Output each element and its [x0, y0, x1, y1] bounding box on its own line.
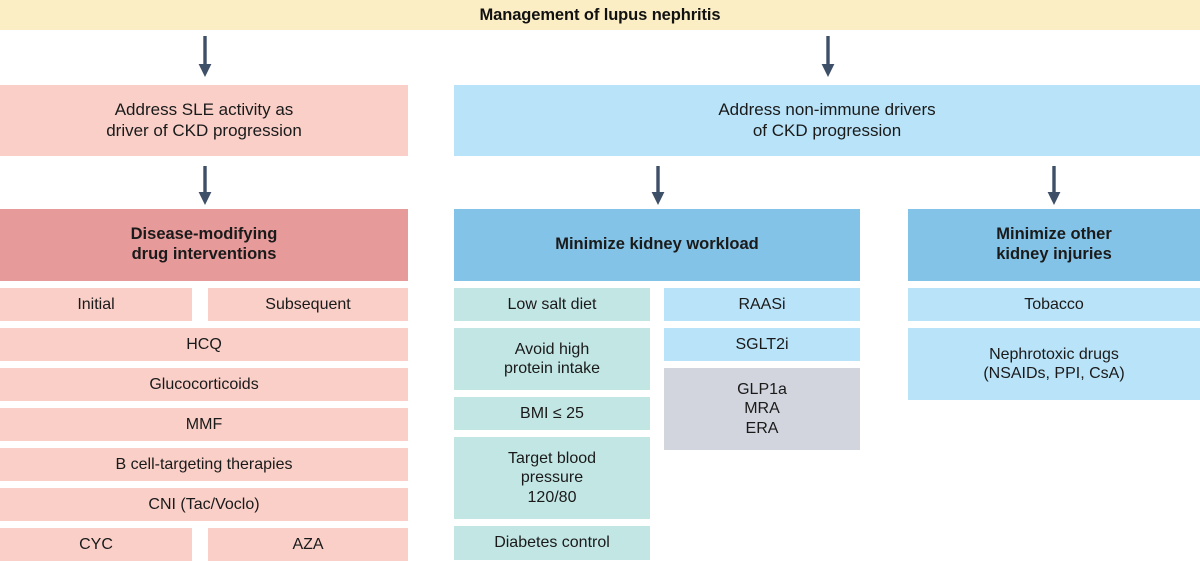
list-item-label: MMF — [185, 415, 223, 433]
list-item-hcq: HCQ — [0, 328, 408, 361]
list-item-aza: AZA — [208, 528, 408, 561]
list-item-subsequent: Subsequent — [208, 288, 408, 321]
section-header-minimize-kidney-workload-label: Minimize kidney workload — [555, 235, 759, 254]
list-item-tobacco: Tobacco — [908, 288, 1200, 321]
list-item-bmi: BMI ≤ 25 — [454, 397, 650, 430]
list-item-label: Glucocorticoids — [149, 375, 259, 393]
intro-box-non-immune-drivers-label: Address non-immune drivers of CKD progre… — [718, 100, 936, 140]
list-item-label: B cell-targeting therapies — [115, 455, 293, 473]
list-item-label: Initial — [77, 295, 115, 313]
section-header-disease-modifying: Disease-modifying drug interventions — [0, 209, 408, 281]
list-item-target-blood-pressure: Target blood pressure 120/80 — [454, 437, 650, 519]
list-item-b-cell-targeting-therapies: B cell-targeting therapies — [0, 448, 408, 481]
list-item-sglt2i: SGLT2i — [664, 328, 860, 361]
section-header-disease-modifying-label: Disease-modifying drug interventions — [130, 225, 278, 263]
list-item-label: RAASi — [738, 295, 786, 313]
figure-title-bar: Management of lupus nephritis — [0, 0, 1200, 30]
down-arrow-icon — [1044, 166, 1064, 206]
list-item-label: SGLT2i — [735, 335, 789, 353]
list-item-glucocorticoids: Glucocorticoids — [0, 368, 408, 401]
intro-box-sle-activity-label: Address SLE activity as driver of CKD pr… — [106, 100, 302, 140]
list-item-label: Tobacco — [1024, 295, 1084, 313]
down-arrow-icon — [648, 166, 668, 206]
section-header-minimize-kidney-workload: Minimize kidney workload — [454, 209, 860, 281]
list-item-label: CNI (Tac/Voclo) — [148, 495, 260, 513]
list-item-label: Diabetes control — [494, 534, 610, 552]
list-item-glp1a-mra-era: GLP1a MRA ERA — [664, 368, 860, 450]
page-title: Management of lupus nephritis — [479, 5, 721, 24]
list-item-label: Nephrotoxic drugs (NSAIDs, PPI, CsA) — [983, 345, 1125, 382]
list-item-mmf: MMF — [0, 408, 408, 441]
intro-box-non-immune-drivers: Address non-immune drivers of CKD progre… — [454, 85, 1200, 156]
list-item-low-salt-diet: Low salt diet — [454, 288, 650, 321]
section-header-minimize-other-kidney-injuries-label: Minimize other kidney injuries — [996, 225, 1112, 263]
list-item-diabetes-control: Diabetes control — [454, 526, 650, 560]
down-arrow-icon — [818, 36, 838, 78]
list-item-label: AZA — [292, 535, 324, 553]
section-header-minimize-other-kidney-injuries: Minimize other kidney injuries — [908, 209, 1200, 281]
list-item-cyc: CYC — [0, 528, 192, 561]
down-arrow-icon — [195, 36, 215, 78]
list-item-label: Subsequent — [265, 295, 351, 313]
list-item-label: Avoid high protein intake — [503, 340, 601, 377]
list-item-label: GLP1a MRA ERA — [737, 381, 787, 437]
list-item-label: Low salt diet — [507, 295, 597, 313]
list-item-nephrotoxic-drugs: Nephrotoxic drugs (NSAIDs, PPI, CsA) — [908, 328, 1200, 400]
list-item-raasi: RAASi — [664, 288, 860, 321]
list-item-cni: CNI (Tac/Voclo) — [0, 488, 408, 521]
down-arrow-icon — [195, 166, 215, 206]
list-item-avoid-high-protein-intake: Avoid high protein intake — [454, 328, 650, 390]
list-item-label: HCQ — [186, 335, 222, 353]
list-item-label: Target blood pressure 120/80 — [507, 450, 597, 506]
list-item-label: CYC — [79, 535, 113, 553]
list-item-initial: Initial — [0, 288, 192, 321]
intro-box-sle-activity: Address SLE activity as driver of CKD pr… — [0, 85, 408, 156]
list-item-label: BMI ≤ 25 — [520, 404, 584, 422]
